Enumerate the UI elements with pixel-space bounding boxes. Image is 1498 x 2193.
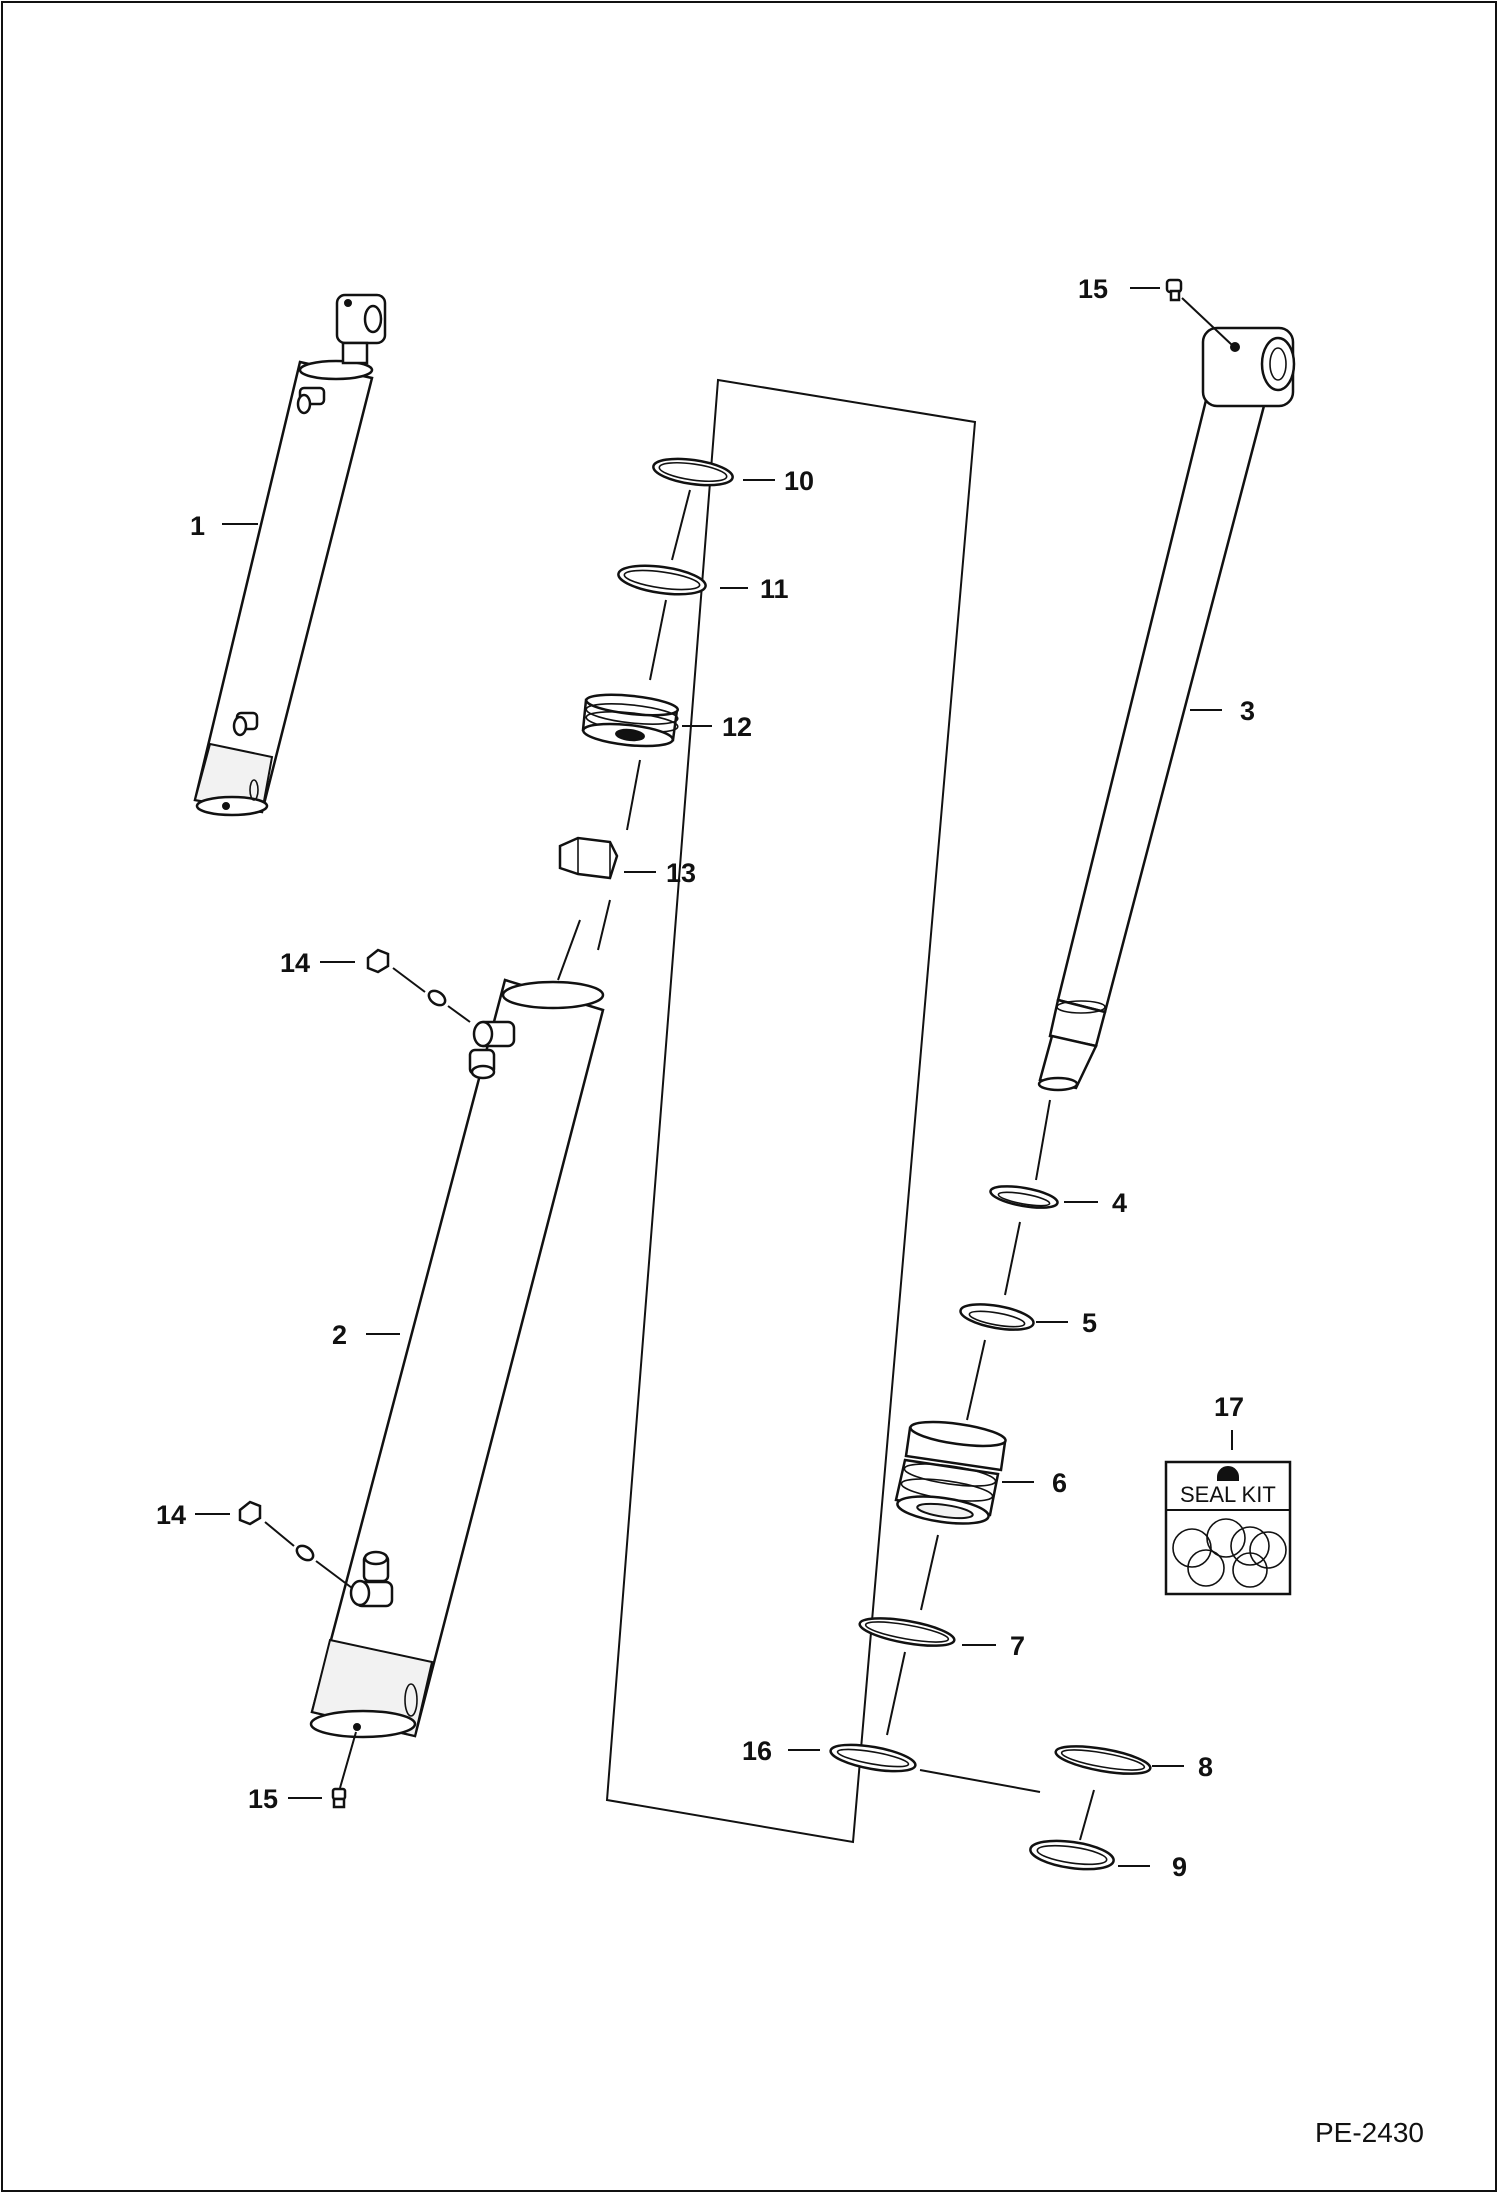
callout-14-upper: 14	[280, 948, 310, 978]
callout-7: 7	[1010, 1631, 1025, 1661]
callout-1: 1	[190, 511, 205, 541]
cylinder-barrel	[309, 978, 605, 1739]
callout-13: 13	[666, 858, 696, 888]
callout-16: 16	[742, 1736, 772, 1766]
part-15-fitting-top	[1165, 278, 1233, 346]
part-14-plug-lower	[238, 1500, 353, 1589]
callout-3: 3	[1240, 696, 1255, 726]
callout-10: 10	[784, 466, 814, 496]
seal-kit-label: SEAL KIT	[1180, 1482, 1276, 1507]
part-13-nut	[558, 836, 619, 880]
callout-6: 6	[1052, 1468, 1067, 1498]
seal-kit-bracket	[605, 378, 977, 1844]
part-12-piston	[581, 693, 680, 748]
part-11-wiper	[617, 564, 707, 596]
part-7-ring	[858, 1617, 956, 1647]
callout-14-lower: 14	[156, 1500, 186, 1530]
part-14-plug-upper	[366, 948, 471, 1023]
leader-lines	[195, 287, 1222, 1867]
part-9-ring	[1029, 1839, 1115, 1871]
exploded-axis-lines	[557, 489, 1095, 1841]
part-8-ring	[1054, 1745, 1152, 1775]
seal-kit-icon	[1164, 1430, 1292, 1596]
callout-12: 12	[722, 712, 752, 742]
callout-15-bottom: 15	[248, 1784, 278, 1814]
part-16-ring	[829, 1743, 917, 1773]
callout-15-top: 15	[1078, 274, 1108, 304]
callout-9: 9	[1172, 1852, 1187, 1882]
callout-2: 2	[332, 1320, 347, 1350]
callouts: 1 2 3 4 5 6 7 8 9 10 11 12 13 14 14 15 1…	[156, 274, 1255, 1882]
part-5-seal	[959, 1303, 1035, 1331]
callout-4: 4	[1112, 1188, 1127, 1218]
part-10-ring	[652, 457, 734, 487]
piston-rod	[1037, 326, 1296, 1092]
callout-17: 17	[1214, 1392, 1244, 1422]
figure-number: PE-2430	[1315, 2117, 1424, 2148]
callout-8: 8	[1198, 1752, 1213, 1782]
part-6-head	[894, 1420, 1007, 1525]
assembled-cylinder	[193, 293, 387, 817]
part-4-seal	[989, 1185, 1059, 1209]
callout-5: 5	[1082, 1308, 1097, 1338]
part-15-fitting-bottom	[331, 1731, 357, 1809]
callout-11: 11	[760, 574, 789, 604]
